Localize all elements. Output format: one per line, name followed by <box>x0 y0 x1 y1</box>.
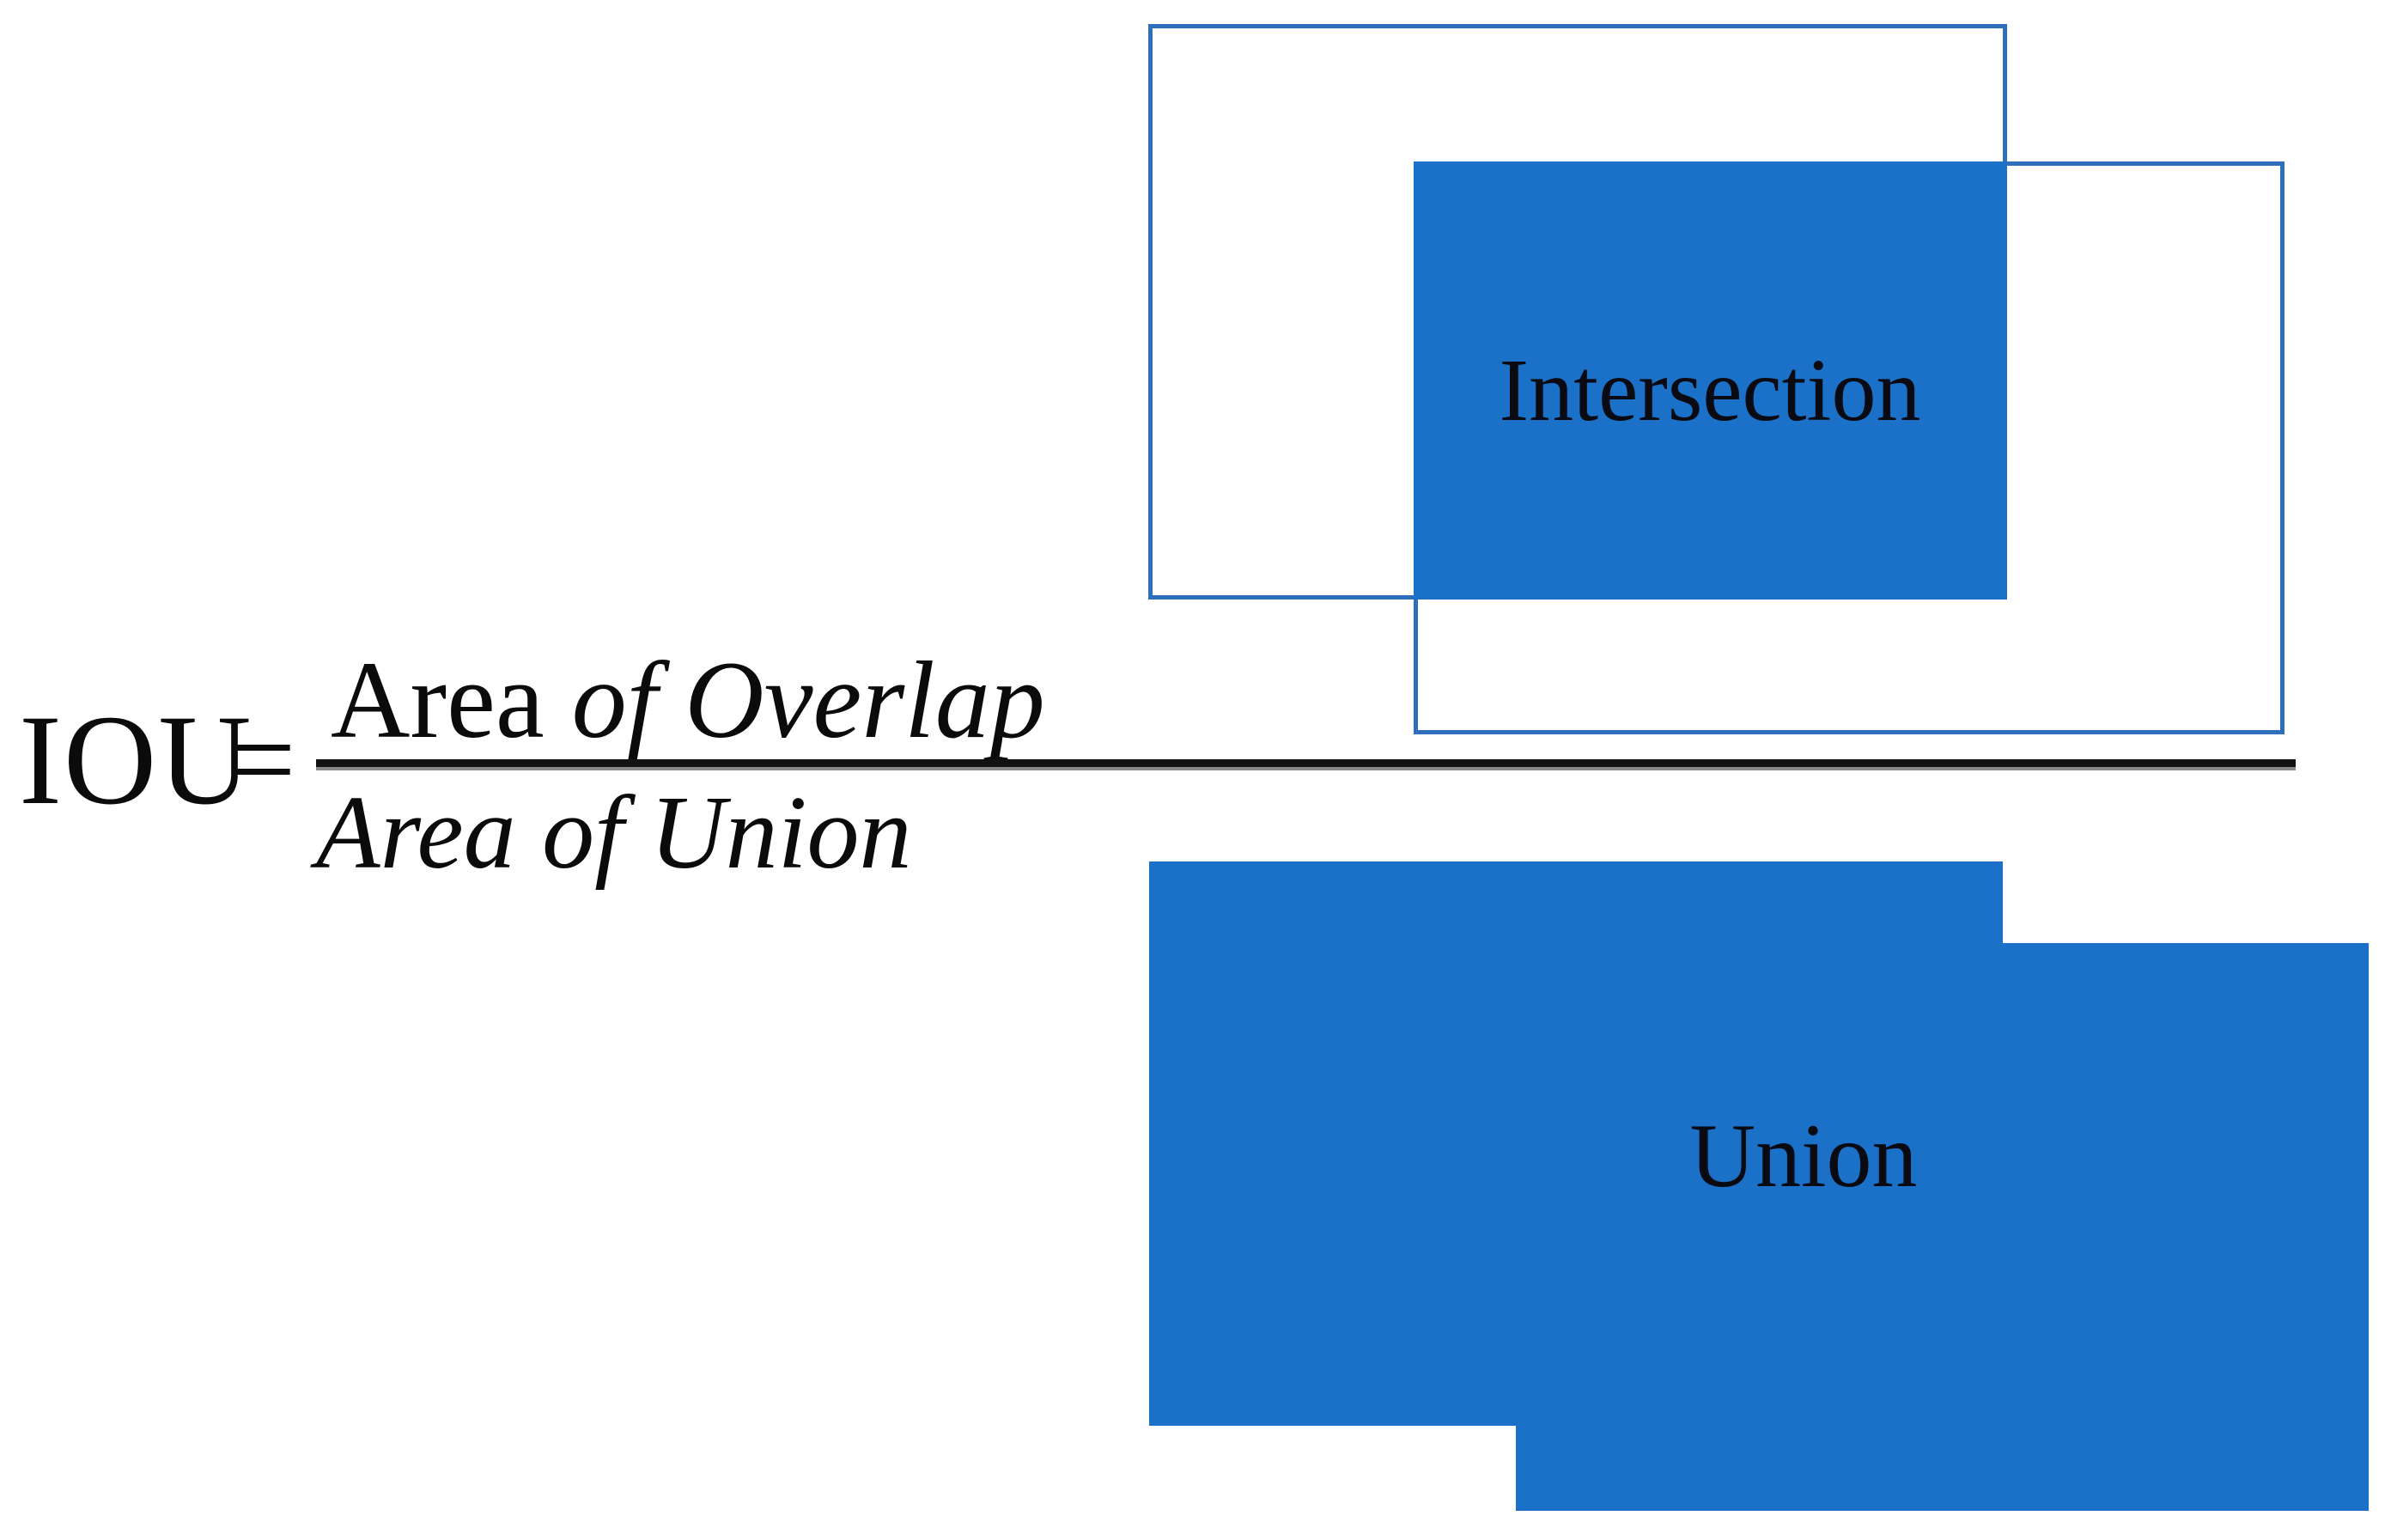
numerator-upright-text: Area <box>331 639 545 761</box>
denominator-italic-text: Area of Union <box>316 775 912 891</box>
intersection-label: Intersection <box>1499 341 1921 440</box>
union-fill-region <box>1149 861 2369 1511</box>
intersection-fill-region <box>1414 161 2006 600</box>
intersection-diagram: Intersection <box>1148 24 2285 734</box>
fraction-denominator: Area of Union <box>316 769 912 898</box>
fraction-bar <box>316 759 2296 767</box>
fraction-numerator: Area of Overlap <box>331 636 1045 764</box>
equals-sign: = <box>228 693 296 826</box>
numerator-italic-text: of Overlap <box>544 639 1045 761</box>
union-polygon <box>1149 861 2369 1511</box>
union-polygon-svg <box>1149 861 2369 1511</box>
union-label: Union <box>1689 1105 1918 1206</box>
